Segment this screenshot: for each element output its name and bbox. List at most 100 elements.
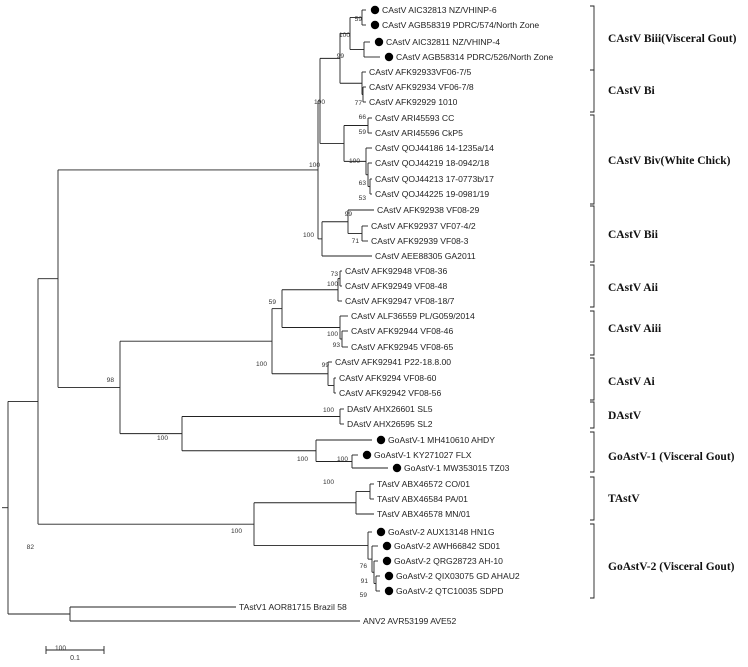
leaf-label: CAstV AGB58314 PDRC/526/North Zone — [396, 52, 553, 62]
bootstrap-value: 63 — [359, 180, 367, 187]
visceral-gout-marker — [374, 37, 384, 47]
bootstrap-value: 100 — [314, 99, 325, 106]
leaf-label: GoAstV-2 AUX13148 HN1G — [388, 527, 495, 537]
clade-bracket — [590, 69, 595, 113]
clade-bracket — [590, 205, 595, 263]
visceral-gout-marker — [376, 435, 386, 445]
visceral-gout-marker — [382, 556, 392, 566]
leaf-label: CAstV AGB58319 PDRC/574/North Zone — [382, 20, 539, 30]
clade-label: GoAstV-2 (Visceral Gout) — [608, 561, 735, 573]
bootstrap-value: 100 — [55, 645, 66, 652]
leaf-label: CAstV QOJ44213 17-0773b/17 — [375, 174, 494, 184]
leaf-label: CAstV AFK92929 1010 — [369, 97, 458, 107]
bootstrap-value: 100 — [327, 331, 338, 338]
leaf-label: DAstV AHX26595 SL2 — [347, 419, 433, 429]
bootstrap-value: 77 — [355, 100, 363, 107]
leaf-label: CAstV QOJ44219 18-0942/18 — [375, 158, 489, 168]
leaf-label: CAstV AFK92949 VF08-48 — [345, 281, 447, 291]
leaf-label: TAstV ABX46572 CO/01 — [377, 479, 470, 489]
clade-label: DAstV — [608, 410, 642, 422]
clade-label: CAstV Bi — [608, 85, 656, 97]
leaf-label: CAstV ARI45596 CkP5 — [375, 128, 463, 138]
bootstrap-value: 100 — [297, 456, 308, 463]
leaf-label: CAstV AFK92934 VF06-7/8 — [369, 82, 474, 92]
leaf-label: CAstV AFK92945 VF08-65 — [351, 342, 453, 352]
bootstrap-value: 100 — [256, 361, 267, 368]
visceral-gout-marker — [384, 52, 394, 62]
bootstrap-value: 71 — [352, 238, 360, 245]
leaf-label: GoAstV-1 KY271027 FLX — [374, 450, 472, 460]
scale-bar: 0.1 — [45, 646, 105, 662]
bootstrap-labels: 59 100 99 77 100 66 59 100 63 53 100 99 71 100 73 100 93… — [27, 16, 369, 652]
visceral-gout-marker — [382, 541, 392, 551]
bootstrap-value: 98 — [107, 377, 115, 384]
visceral-gout-marker — [384, 586, 394, 596]
leaf-label: GoAstV-2 QIX03075 GD AHAU2 — [396, 571, 520, 581]
leaf-label: CAstV ARI45593 CC — [375, 113, 454, 123]
bootstrap-value: 100 — [231, 528, 242, 535]
bootstrap-value: 59 — [355, 16, 363, 23]
leaf-label: DAstV AHX26601 SL5 — [347, 404, 433, 414]
clade-label: CAstV Ai — [608, 376, 656, 388]
bootstrap-value: 99 — [337, 53, 345, 60]
visceral-gout-marker — [362, 450, 372, 460]
bootstrap-value: 66 — [359, 114, 367, 121]
clade-bracket — [590, 114, 595, 205]
clade-bracket — [590, 523, 595, 599]
bootstrap-value: 99 — [322, 362, 330, 369]
leaf-label: CAstV AFK92944 VF08-46 — [351, 326, 453, 336]
bootstrap-value: 76 — [360, 563, 368, 570]
leaf-label: CAstV AFK92938 VF08-29 — [377, 205, 479, 215]
leaf-label: CAstV AFK92948 VF08-36 — [345, 266, 447, 276]
clade-label: CAstV Biii(Visceral Gout) — [608, 33, 737, 45]
visceral-gout-marker — [370, 5, 380, 15]
bootstrap-value: 59 — [360, 592, 368, 599]
bootstrap-value: 91 — [361, 578, 369, 585]
leaf-label: CAstV ALF36559 PL/G059/2014 — [351, 311, 475, 321]
clade-label: GoAstV-1 (Visceral Gout) — [608, 451, 735, 463]
leaf-label: GoAstV-2 QRG28723 AH-10 — [394, 556, 503, 566]
bootstrap-value: 93 — [333, 342, 341, 349]
scale-bar-label: 0.1 — [70, 655, 80, 662]
leaf-label: GoAstV-1 MW353015 TZ03 — [404, 463, 510, 473]
leaf-label: CAstV AIC32813 NZ/VHINP-6 — [382, 5, 497, 15]
bootstrap-value: 100 — [323, 407, 334, 414]
leaf-label: CAstV QOJ44225 19-0981/19 — [375, 189, 489, 199]
leaf-label: CAstV AFK92947 VF08-18/7 — [345, 296, 455, 306]
leaf-label: CAstV AFK92939 VF08-3 — [371, 236, 469, 246]
bootstrap-value: 100 — [303, 232, 314, 239]
bootstrap-value: 100 — [323, 479, 334, 486]
bootstrap-value: 100 — [349, 158, 360, 165]
leaf-label: TAstV ABX46578 MN/01 — [377, 509, 471, 519]
clade-label: CAstV Biv(White Chick) — [608, 155, 731, 167]
leaf-markers — [362, 5, 402, 596]
clade-bracket — [590, 476, 595, 521]
leaf-label: CAstV AFK92942 VF08-56 — [339, 388, 441, 398]
leaf-label: CAstV AIC32811 NZ/VHINP-4 — [386, 37, 500, 47]
visceral-gout-marker — [370, 20, 380, 30]
clade-label: CAstV Aii — [608, 282, 659, 294]
leaf-label: ANV2 AVR53199 AVE52 — [363, 616, 457, 626]
leaf-label: TAstV1 AOR81715 Brazil 58 — [239, 602, 347, 612]
bootstrap-value: 59 — [269, 299, 277, 306]
bootstrap-value: 100 — [157, 435, 168, 442]
bootstrap-value: 100 — [337, 456, 348, 463]
bootstrap-value: 53 — [359, 195, 367, 202]
clade-label: TAstV — [608, 493, 640, 505]
bootstrap-value: 100 — [339, 32, 350, 39]
leaf-label: CAstV AFK9294 VF08-60 — [339, 373, 437, 383]
clade-bracket — [590, 264, 595, 308]
clade-label: CAstV Bii — [608, 229, 659, 241]
leaf-label: GoAstV-2 QTC10035 SDPD — [396, 586, 503, 596]
leaf-label: GoAstV-1 MH410610 AHDY — [388, 435, 495, 445]
leaf-label: CAstV AFK92937 VF07-4/2 — [371, 221, 476, 231]
bootstrap-value: 59 — [359, 129, 367, 136]
leaf-label: TAstV ABX46584 PA/01 — [377, 494, 468, 504]
clade-bracket — [590, 401, 595, 429]
bootstrap-value: 73 — [331, 271, 339, 278]
clade-brackets: CAstV Biii(Visceral Gout) CAstV Bi CAstV B… — [590, 5, 737, 599]
clade-bracket — [590, 5, 595, 71]
clade-bracket — [590, 431, 595, 473]
clade-bracket — [590, 357, 595, 401]
